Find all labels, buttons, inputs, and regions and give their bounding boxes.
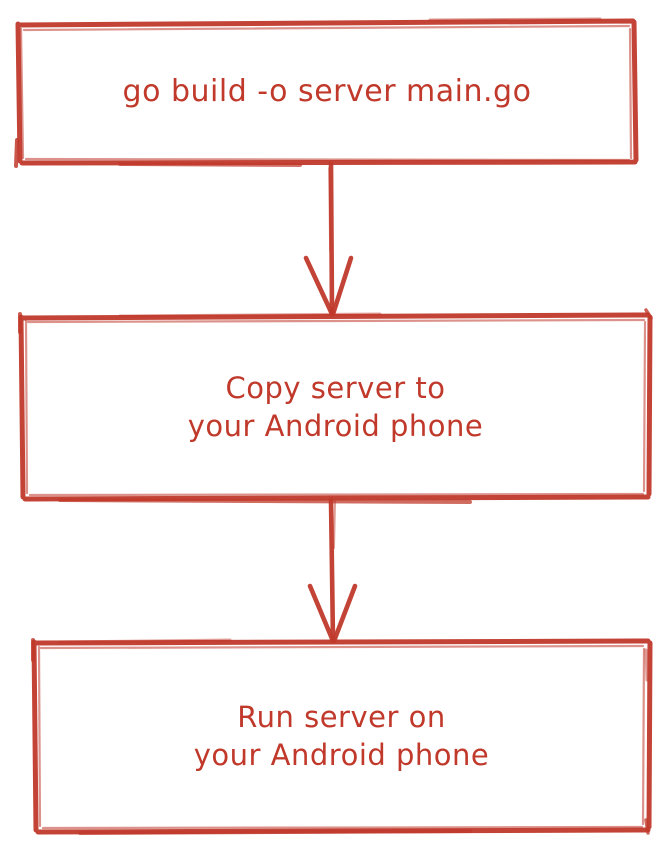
node-box-3-label: Run server on your Android phone: [33, 642, 650, 830]
node-box-1[interactable]: [14, 17, 639, 168]
node-box-3-line-1: Run server on: [237, 699, 446, 734]
node-box-3[interactable]: [31, 638, 653, 835]
connector-arrow-1: [303, 161, 354, 317]
node-box-1-line-1: go build -o server main.go: [122, 74, 532, 110]
node-box-2-line-2: your Android phone: [187, 409, 484, 443]
node-box-2[interactable]: [18, 308, 653, 504]
node-box-3-line-2: your Android phone: [193, 738, 490, 772]
connector-arrow-2: [307, 497, 358, 644]
node-box-2-line-1: Copy server to: [225, 370, 446, 405]
node-box-2-label: Copy server to your Android phone: [21, 316, 650, 498]
node-box-1-label: go build -o server main.go: [18, 22, 636, 162]
